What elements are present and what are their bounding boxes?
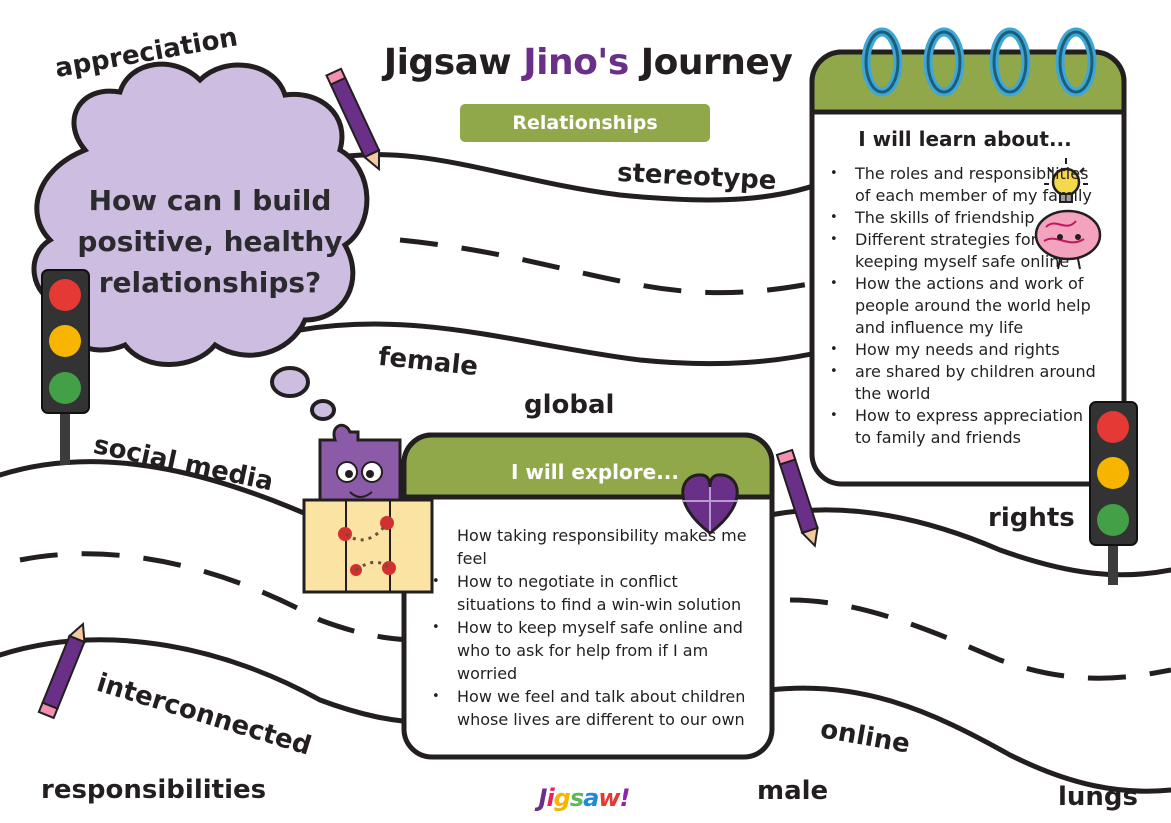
traffic-light-left [41, 269, 90, 465]
jigsaw-mascot [302, 423, 434, 594]
heart-puzzle-icon [681, 473, 739, 535]
list-item: The skills of friendship [830, 207, 1098, 229]
page-title: Jigsaw Jino's Journey [378, 42, 798, 83]
learn-list: The roles and responsibilities of each m… [830, 163, 1098, 449]
logo-letter: w [598, 784, 620, 812]
big-question: How can I build positive, healthy relati… [77, 184, 343, 299]
list-item: Different strategies for keeping myself … [830, 229, 1098, 273]
list-item: How to express appreciation to family an… [830, 405, 1098, 449]
logo-letter: J [538, 784, 548, 812]
logo-letter: a [583, 784, 599, 812]
road-dashes [19, 237, 1171, 681]
explore-heading: I will explore... [510, 460, 679, 484]
list-item: How taking responsibility makes me feel [457, 526, 747, 568]
title-part: Jigsaw [383, 42, 524, 83]
logo-letter: g [553, 784, 571, 812]
pencil-icon [775, 448, 819, 548]
title-accent: Jino's [523, 42, 629, 83]
logo-letter: ! [619, 784, 631, 812]
keyword-lungs: lungs [1058, 782, 1139, 812]
list-item: How the actions and work of people aroun… [830, 273, 1098, 339]
pencil-icon [325, 67, 381, 172]
title-part: Journey [628, 42, 793, 83]
pencil-icon [37, 622, 86, 720]
logo-letter: s [569, 784, 584, 812]
list-item: are shared by children around the world [830, 361, 1098, 405]
learn-heading: I will learn about... [858, 127, 1072, 151]
jigsaw-logo: Jigsaw! [534, 784, 634, 812]
logo-letter: i [546, 784, 554, 812]
explore-list: How taking responsibility makes me feel … [432, 524, 757, 731]
traffic-light-right [1089, 401, 1138, 585]
list-item: How we feel and talk about children whos… [432, 685, 757, 731]
keyword-rights: rights [988, 503, 1075, 533]
keyword-responsibilities: responsibilities [41, 775, 267, 805]
list-item: The roles and responsibilities of each m… [830, 163, 1098, 207]
list-item: How to keep myself safe online and who t… [432, 616, 757, 685]
keyword-global: global [524, 390, 615, 420]
list-item: How my needs and rights [830, 339, 1098, 361]
list-item: How to negotiate in conflict situations … [432, 570, 757, 616]
keyword-male: male [757, 776, 829, 806]
topic-badge: Relationships [460, 104, 710, 142]
